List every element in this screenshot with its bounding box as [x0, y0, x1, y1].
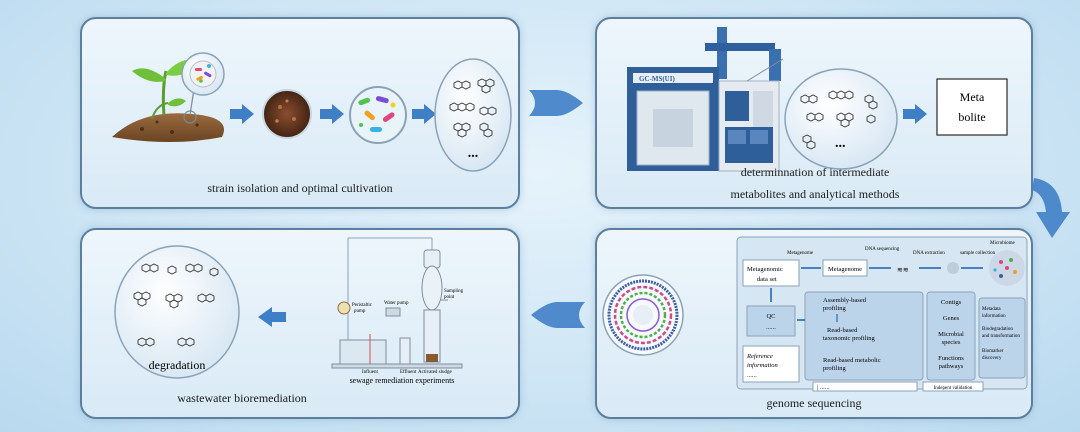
label-read-tax-2: taxonomic profiling — [823, 335, 876, 342]
label-biodeg-1: Biodegradation — [982, 327, 1013, 332]
profiling-module — [804, 291, 924, 381]
label-biomarker-2: discovery — [982, 356, 1002, 361]
flow-arrow-1 — [230, 104, 254, 124]
label-dna-sequencing: DNA sequencing — [865, 247, 900, 252]
degradation-label: degradation — [149, 358, 206, 372]
gcms-illustration: GC-MS(UI) — [627, 27, 1008, 172]
data-set-box — [742, 259, 800, 287]
label-metagenome-small: Metagenome — [787, 251, 814, 256]
label-genes: Genes — [943, 315, 960, 322]
label-reference-2: information — [747, 362, 778, 369]
label-dna-extraction: DNA extraction — [913, 251, 945, 256]
flow-arrow-4 — [903, 104, 927, 124]
metabolite-box-line1: Meta — [960, 90, 985, 104]
genome-illustration: Microbiome sample collection DNA extract… — [602, 236, 1028, 392]
stage-arrow-3 — [531, 302, 585, 328]
remediation-illustration: degradation Sampling point Peristaltic p… — [114, 237, 464, 385]
label-microbial-1: Microbial — [938, 331, 964, 338]
label-metadata-2: information — [982, 314, 1006, 319]
pah-molecules-icon: ... — [434, 58, 512, 172]
label-sampling: Sampling — [444, 289, 464, 294]
label-assembly-1: Assembly-based — [823, 297, 867, 304]
panel-genome-sequencing: Microbiome sample collection DNA extract… — [595, 228, 1033, 419]
label-read-met-1: Read-based metabolic — [823, 357, 881, 364]
label-sample-collection: sample collection — [960, 251, 996, 256]
label-influent: Influent — [362, 370, 378, 375]
qc-box — [746, 305, 796, 337]
gcms-instrument-icon: GC-MS(UI) — [627, 27, 784, 172]
label-read-met-2: profiling — [823, 365, 846, 372]
isolation-illustration: ... — [112, 52, 512, 172]
degradation-molecules-icon: degradation — [114, 245, 240, 379]
label-peristaltic-2: pump — [354, 309, 366, 314]
panel-strain-isolation: ... strain isolation and optimal cultiva… — [80, 17, 520, 209]
reactor-setup-icon: Sampling point Peristaltic pump Water pu… — [331, 237, 464, 375]
label-read-tax-1: Read-based — [827, 327, 858, 334]
label-data-set-1: Metagenomic — [747, 266, 783, 273]
label-biodeg-2: and transformation — [982, 334, 1020, 339]
validation-box — [922, 381, 984, 392]
reference-box — [742, 345, 800, 383]
dna-helix-icon: ≋≋ — [897, 266, 909, 274]
label-validation: Indepent validation — [934, 386, 973, 391]
label-functions-2: pathways — [939, 363, 964, 370]
stage-arrow-1 — [529, 90, 583, 116]
label-reference-1: Reference — [746, 353, 773, 360]
label-biomarker-1: Biomarker — [982, 349, 1004, 354]
metabolite-box: Meta bolite — [936, 78, 1008, 136]
results-module — [926, 291, 976, 381]
stage-arrow-2 — [1032, 178, 1070, 238]
label-bottom-dots: | ...... — [817, 384, 830, 391]
microbiome-icon — [989, 250, 1025, 286]
genome-caption: genome sequencing — [766, 396, 862, 410]
label-peristaltic: Peristaltic — [352, 303, 373, 308]
label-effluent: Effluent — [400, 370, 417, 375]
metabolite-caption-line1: determinnation of intermediate — [740, 165, 890, 179]
label-data-set-2: data set — [757, 276, 777, 283]
soil-sample-dish-icon — [262, 89, 312, 139]
flow-arrow-5 — [258, 307, 286, 327]
molecules-ellipsis: ... — [468, 146, 479, 161]
bacteria-culture-icon — [349, 86, 407, 144]
intermediate-molecules-icon: ... — [784, 68, 898, 170]
label-qc: QC — [766, 313, 775, 320]
metadata-module — [978, 297, 1026, 379]
label-microbiome: Microbiome — [990, 241, 1015, 246]
label-functions-1: Functions — [938, 355, 964, 362]
label-water-pump: Water pump — [384, 301, 409, 306]
label-microbial-2: species — [942, 339, 961, 346]
flow-arrow-3 — [412, 104, 436, 124]
panel-wastewater-bioremediation: degradation Sampling point Peristaltic p… — [80, 228, 520, 419]
isolation-caption: strain isolation and optimal cultivation — [207, 181, 393, 195]
metabolite-ellipsis: ... — [835, 136, 846, 151]
bottom-dots-box — [812, 381, 918, 392]
soil-sprout-icon — [112, 59, 224, 142]
panel-metabolite-analysis: GC-MS(UI) — [595, 17, 1033, 209]
flow-arrow-2 — [320, 104, 344, 124]
microbe-magnifier-icon — [181, 52, 225, 124]
label-metadata-1: Metadata — [982, 307, 1001, 312]
label-reference-dots: ...... — [747, 372, 757, 379]
circos-genome-icon — [602, 274, 684, 356]
label-activated: Activated sludge — [418, 370, 453, 375]
metabolite-box-line2: bolite — [958, 110, 985, 124]
label-qc-dots: ...... — [766, 324, 776, 331]
label-sampling-2: point — [444, 295, 455, 300]
instrument-label: GC-MS(UI) — [639, 75, 675, 83]
label-contigs: Contigs — [941, 299, 962, 306]
experiments-label: sewage remediation experiments — [350, 376, 455, 385]
label-metagenome: Metagenome — [828, 266, 862, 273]
metabolite-caption-line2: metabolites and analytical methods — [730, 187, 900, 201]
remediation-caption: wastewater bioremediation — [177, 391, 307, 405]
label-assembly-2: profiling — [823, 305, 846, 312]
metagenome-box — [822, 259, 868, 277]
